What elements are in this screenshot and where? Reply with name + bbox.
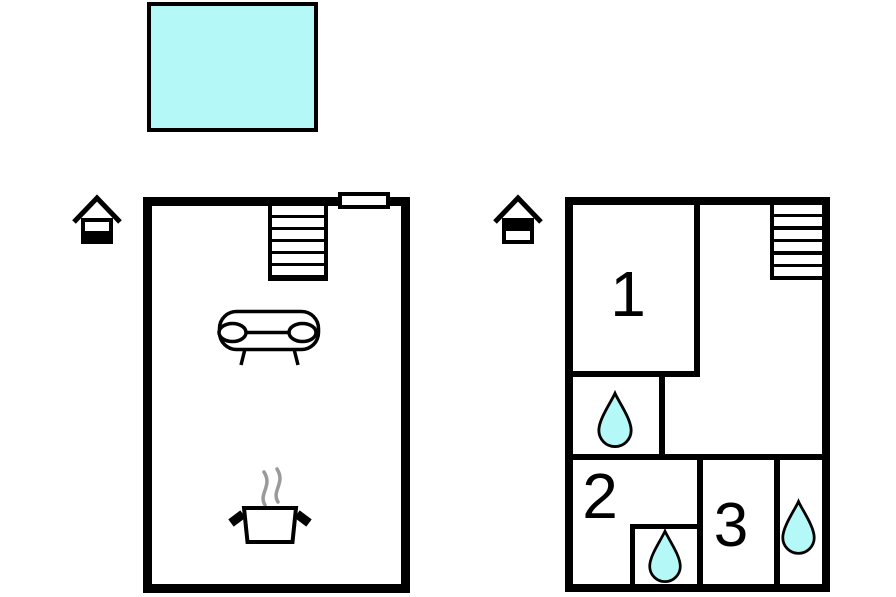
stair-tread: [272, 242, 324, 251]
pool-area: [147, 2, 318, 132]
sofa-leg-left: [239, 348, 247, 366]
stair-tread: [272, 230, 324, 239]
house-upper-floor-icon: [493, 194, 543, 244]
wall-bathroom1-right: [659, 377, 665, 458]
stair-tread: [774, 267, 822, 276]
stair-tread: [272, 206, 324, 215]
stair-tread: [272, 254, 324, 263]
house-roof: [493, 194, 543, 224]
room-1-label: 1: [610, 258, 646, 330]
stair-tread: [272, 218, 324, 227]
wall-ensuite-top: [630, 524, 700, 529]
pot-handle-right: [294, 510, 312, 527]
sofa-armrest-right: [287, 321, 318, 344]
water-drop-shape: [781, 498, 816, 555]
wall-room1-bottom: [573, 371, 700, 377]
house-top-fill: [504, 220, 532, 231]
house-ground-floor-icon: [72, 194, 122, 244]
sofa-armrest-left: [217, 321, 248, 344]
house-bottom-fill: [83, 231, 111, 242]
stairs-icon-upper-floor: [770, 205, 822, 280]
room-3-label: 3: [713, 491, 749, 560]
wall-room1-right: [694, 205, 700, 377]
pot-handle-left: [228, 510, 246, 527]
water-drop-shape: [648, 527, 682, 583]
stairs-icon-ground-floor: [268, 206, 328, 281]
water-drop-shape: [597, 390, 633, 448]
water-drop-icon-bathroom-2: [648, 527, 682, 583]
cooking-pot-icon: [228, 467, 312, 544]
stair-tread: [774, 217, 822, 226]
sofa-icon: [217, 309, 321, 366]
sofa-leg-right: [292, 348, 300, 366]
pot-body: [241, 506, 299, 544]
pool-icon: [147, 2, 318, 132]
wall-room3-right: [774, 460, 780, 584]
house-roof: [72, 194, 122, 224]
stair-tread: [272, 266, 324, 275]
stair-tread: [774, 242, 822, 251]
water-drop-icon-bathroom-3: [781, 498, 816, 555]
stair-tread: [774, 205, 822, 214]
room-2-label: 2: [582, 460, 618, 532]
window-icon: [338, 192, 390, 209]
steam-lines: [261, 467, 282, 507]
wall-lower-section-top: [573, 454, 822, 460]
water-drop-icon-bathroom-1: [597, 390, 633, 448]
stair-tread: [774, 230, 822, 239]
wall-room2-right: [697, 460, 703, 584]
wall-ensuite-left: [630, 524, 635, 584]
stair-tread: [774, 255, 822, 264]
